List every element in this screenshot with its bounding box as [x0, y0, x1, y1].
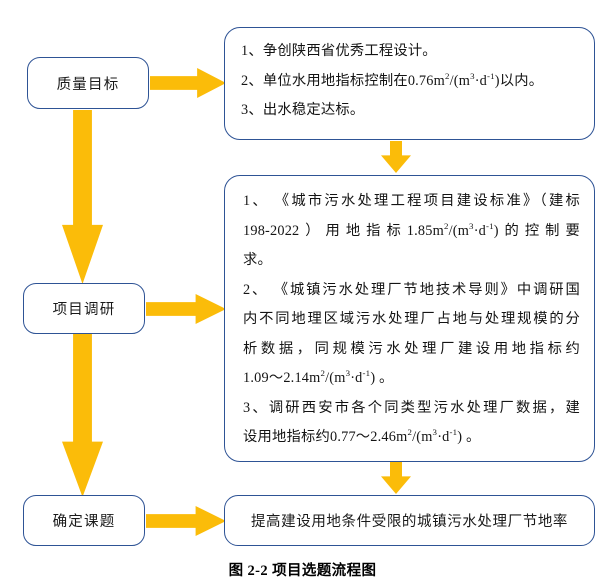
stage-label-quality-objective: 质量目标: [56, 76, 120, 93]
panel-line: 2、单位水用地指标控制在0.76m2/(m3·d-1)以内。: [241, 70, 544, 89]
stage-label-project-research: 项目调研: [52, 302, 116, 318]
panel-line: 2、 《城镇污水处理厂节地技术导则》中调研国: [243, 281, 580, 298]
arrow-research-to-topic: [62, 334, 103, 497]
arrow-quality-to-research: [62, 110, 103, 284]
panel-line: 3、出水稳定达标。: [241, 102, 365, 118]
panel-project-research: 1、 《城市污水处理工程项目建设标准》（建标 198-2022）用地指标1.85…: [224, 175, 595, 462]
arrow-research-to-panel: [146, 294, 226, 324]
panel-line: 1.09～2.14m2/(m3·d-1) 。: [243, 368, 394, 386]
arrow-panel2-to-panel3: [381, 462, 411, 494]
panel-line: 198-2022）用地指标1.85m2/(m3·d-1)的控制要: [243, 220, 580, 239]
panel-confirm-topic: 提高建设用地条件受限的城镇污水处理厂节地率: [224, 495, 595, 546]
stage-box-quality-objective[interactable]: 质量目标: [27, 57, 149, 109]
arrow-topic-to-panel: [146, 506, 226, 536]
arrow-quality-to-panel: [150, 68, 226, 98]
panel-line: 求。: [243, 252, 272, 268]
panel-line: 3、调研西安市各个同类型污水处理厂数据，建: [243, 399, 580, 416]
stage-box-confirm-topic[interactable]: 确定课题: [23, 495, 145, 546]
panel-confirm-topic-text: 提高建设用地条件受限的城镇污水处理厂节地率: [250, 514, 569, 530]
panel-line: 1、争创陕西省优秀工程设计。: [241, 43, 437, 59]
stage-label-confirm-topic: 确定课题: [52, 514, 116, 530]
panel-line: 析数据，同规模污水处理厂建设用地指标约: [243, 340, 580, 357]
panel-line: 设用地指标约0.77～2.46m2/(m3·d-1) 。: [243, 427, 481, 445]
stage-box-project-research[interactable]: 项目调研: [23, 283, 145, 334]
panel-line: 1、 《城市污水处理工程项目建设标准》（建标: [243, 193, 580, 209]
panel-line: 内不同地理区域污水处理厂占地与处理规模的分: [243, 311, 580, 327]
figure-caption: 图 2-2 项目选题流程图: [228, 563, 377, 579]
panel-quality-objective: 1、争创陕西省优秀工程设计。 2、单位水用地指标控制在0.76m2/(m3·d-…: [224, 27, 595, 140]
arrow-panel1-to-panel2: [381, 141, 411, 173]
